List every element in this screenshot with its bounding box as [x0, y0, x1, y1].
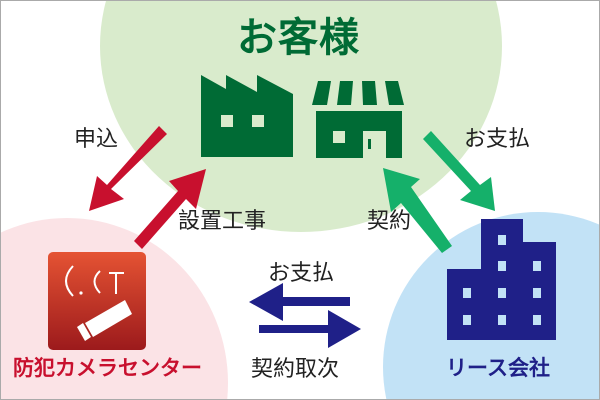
customer-title: お客様 — [237, 15, 360, 61]
factory-icon — [201, 75, 293, 157]
label-payment-to-center: お支払 — [268, 261, 335, 286]
lease-company-title: リース会社 — [446, 356, 550, 380]
arrow-installation — [134, 169, 206, 249]
label-payment-to-lease: お支払 — [464, 127, 531, 152]
arrow-payment-to-center — [249, 283, 350, 321]
label-apply: 申込 — [74, 127, 119, 152]
arrow-payment-to-lease — [423, 131, 495, 211]
arrow-apply — [89, 126, 167, 211]
security-center-title: 防犯カメラセンター — [13, 356, 202, 380]
cctv-camera-icon — [48, 252, 146, 350]
label-contract-agency: 契約取次 — [251, 357, 340, 382]
shop-icon — [312, 81, 404, 158]
arrow-contract-agency — [259, 310, 361, 348]
label-contract: 契約 — [367, 209, 412, 234]
label-installation: 設置工事 — [178, 209, 267, 234]
arrow-contract — [383, 168, 452, 253]
office-building-icon — [447, 219, 556, 340]
